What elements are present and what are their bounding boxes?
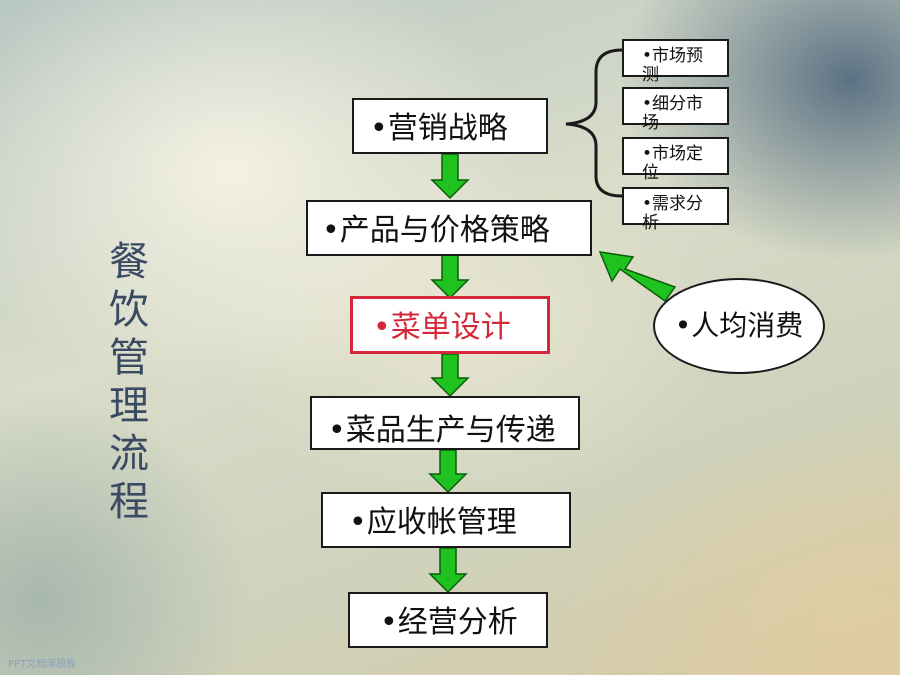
flow-box-business-analysis: •经营分析 [348, 592, 548, 648]
title-char: 流 [109, 431, 149, 477]
down-arrow-1 [430, 153, 470, 200]
down-arrow-3 [430, 353, 470, 398]
flow-box-label: •菜品生产与传递 [328, 413, 556, 448]
branch-label: •细分市场 [642, 94, 704, 133]
branch-label: •市场预测 [642, 46, 704, 85]
footer-watermark: PPT文档演模板 [8, 659, 77, 670]
flow-box-marketing-strategy: •营销战略 [352, 98, 548, 154]
flow-box-menu-design: •菜单设计 [350, 296, 550, 354]
flow-box-label: •营销战略 [370, 111, 508, 146]
vertical-title: 餐 饮 管 理 流 程 [103, 238, 155, 526]
flow-box-label: •菜单设计 [373, 310, 511, 345]
flow-box-receivables: •应收帐管理 [321, 492, 571, 548]
curly-brace [565, 48, 623, 198]
title-char: 餐 [109, 239, 149, 285]
title-char: 理 [109, 383, 149, 429]
branch-box-demand-analysis: •需求分析 [622, 187, 729, 233]
influence-label: •人均消费 [674, 309, 804, 342]
flow-box-label: •产品与价格策略 [322, 213, 550, 248]
flow-box-label: •经营分析 [380, 605, 518, 640]
flow-box-label: •应收帐管理 [349, 505, 517, 540]
branch-label: •需求分析 [642, 194, 704, 233]
branch-box-market-segmentation: •细分市场 [622, 87, 729, 133]
flow-box-production-delivery: •菜品生产与传递 [310, 396, 580, 450]
branch-label: •市场定位 [642, 144, 704, 183]
diagonal-arrow [598, 251, 677, 303]
branch-box-market-positioning: •市场定位 [622, 137, 729, 183]
influence-ellipse: •人均消费 [653, 278, 825, 374]
branch-box-market-forecast: •市场预测 [622, 39, 729, 85]
down-arrow-4 [428, 449, 468, 494]
title-char: 饮 [109, 287, 149, 333]
down-arrow-5 [428, 547, 468, 594]
down-arrow-2 [430, 253, 470, 300]
title-char: 管 [109, 335, 149, 381]
title-char: 程 [109, 479, 149, 525]
flow-box-product-price-strategy: •产品与价格策略 [306, 200, 592, 256]
